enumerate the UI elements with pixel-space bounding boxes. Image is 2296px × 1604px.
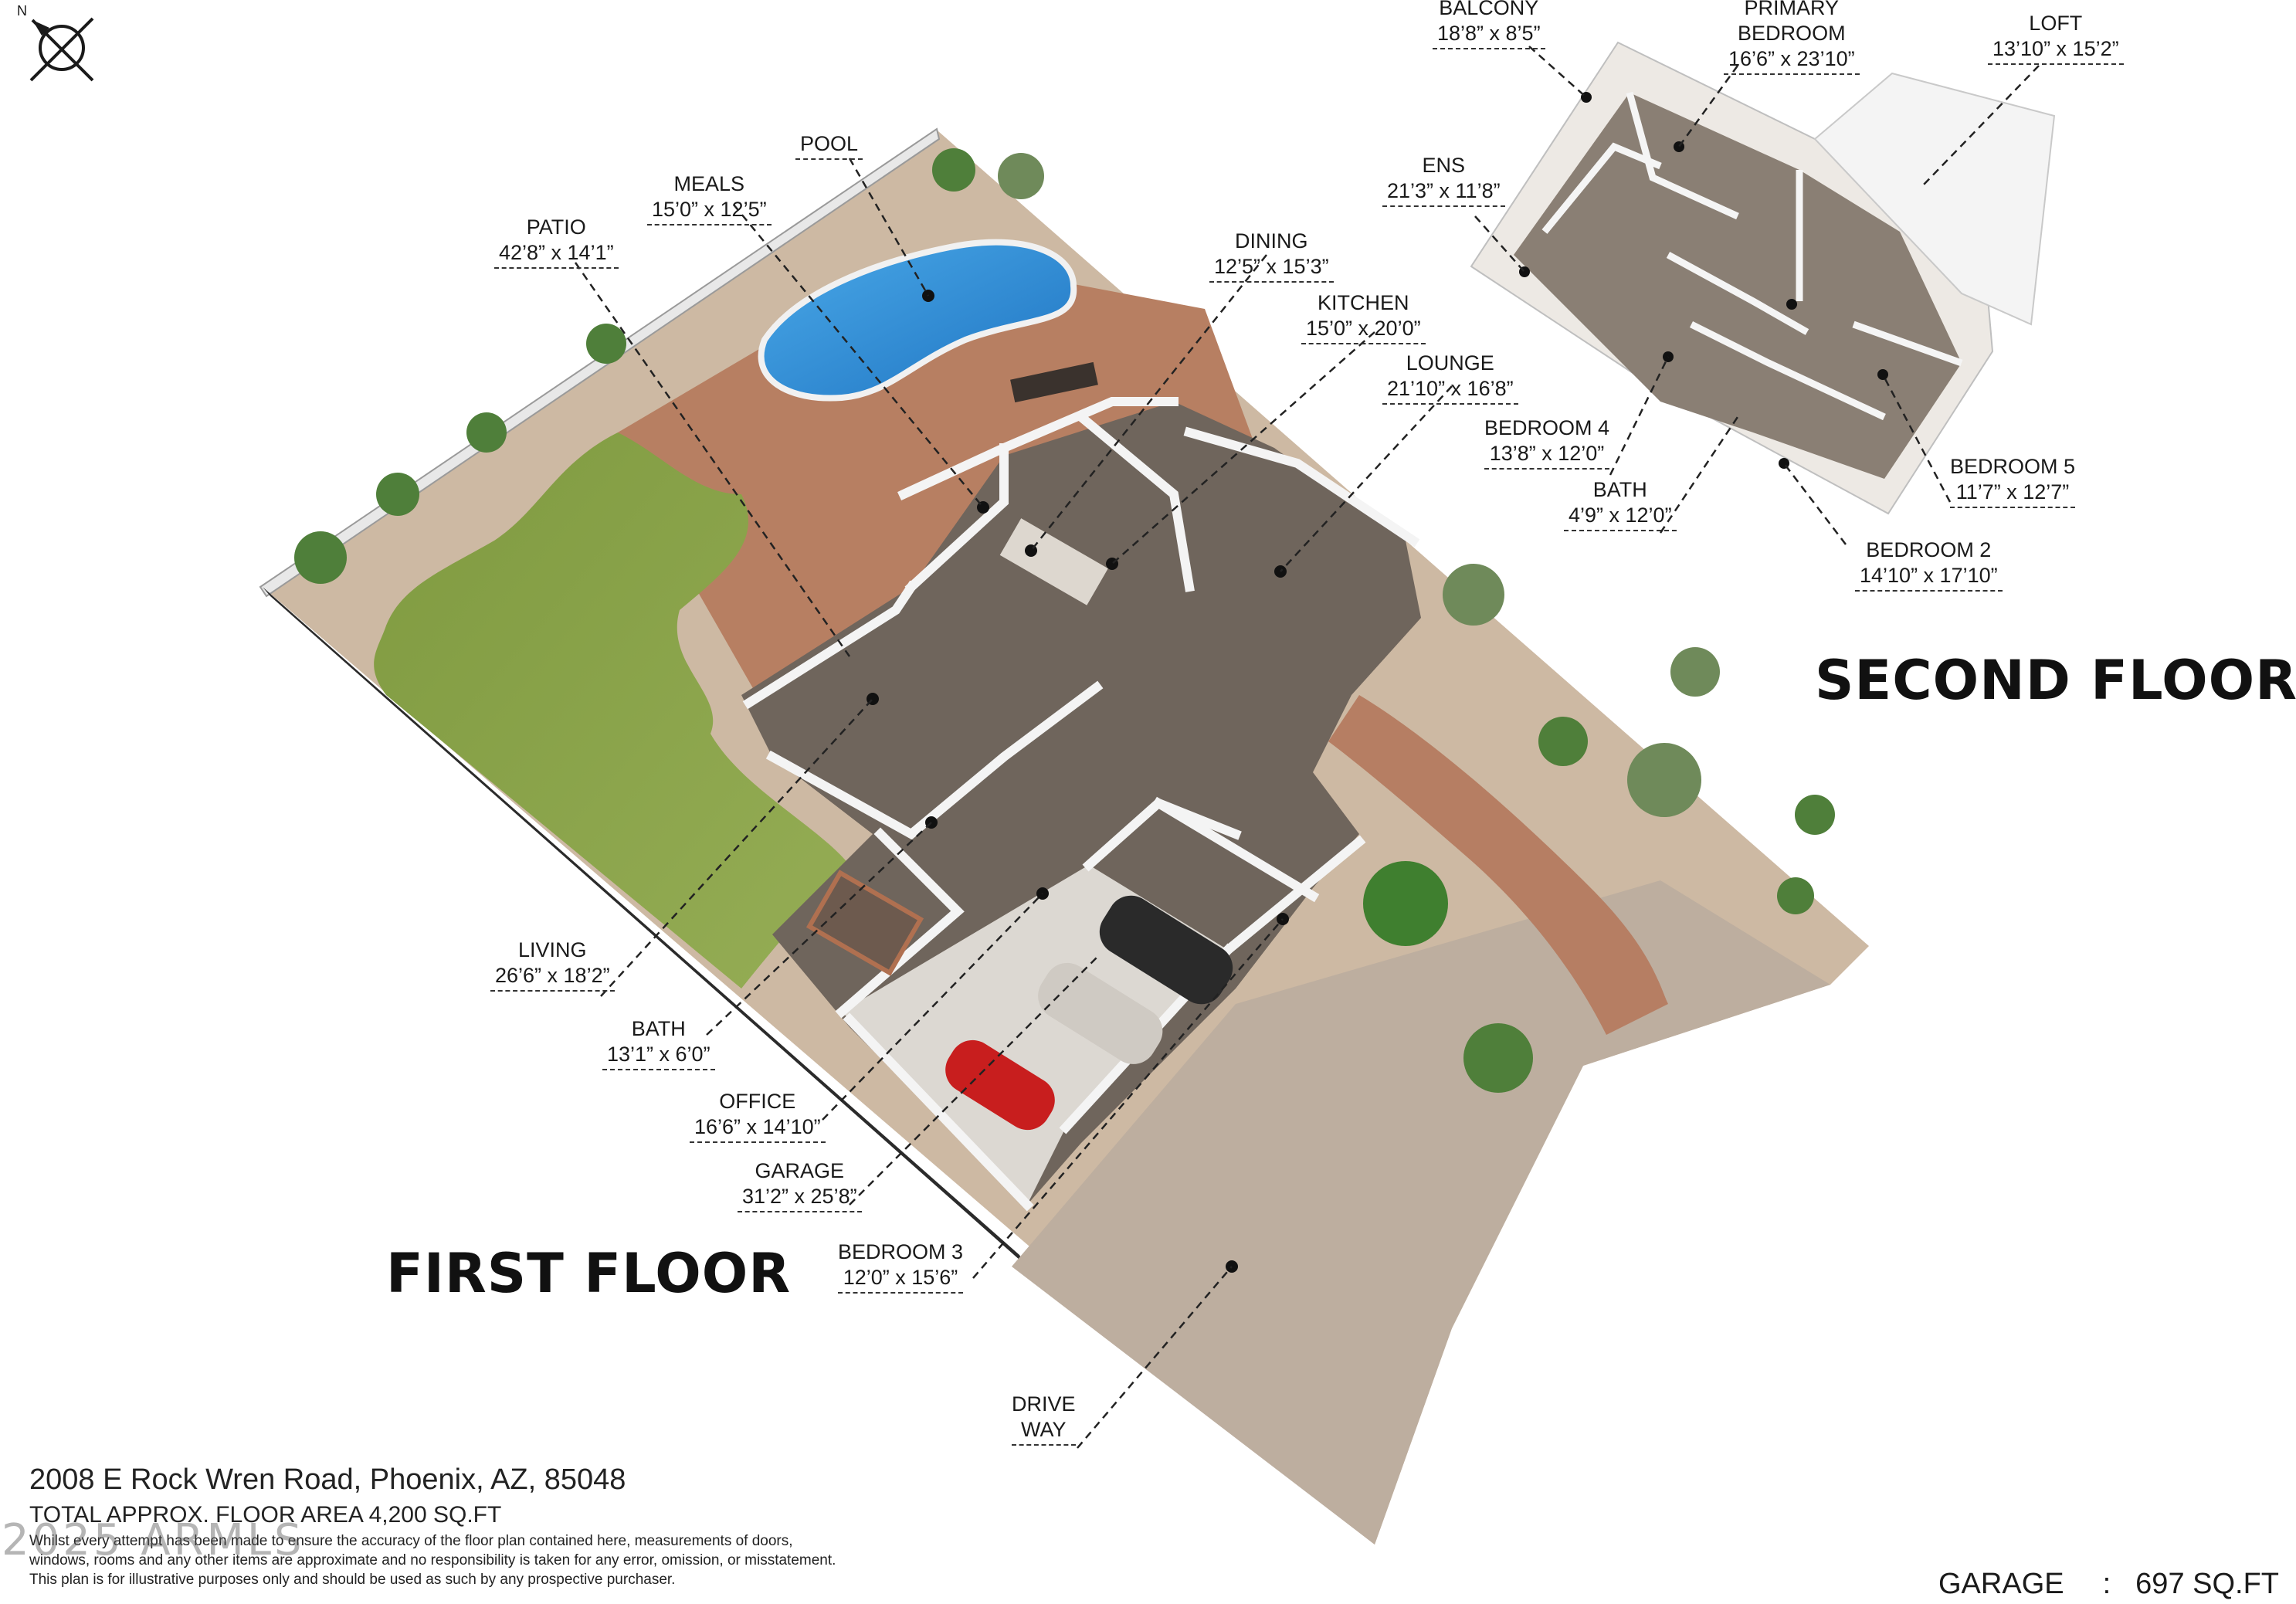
label-balcony: BALCONY 18’8” x 8’5” xyxy=(1433,0,1545,49)
label-patio: PATIO 42’8” x 14’1” xyxy=(494,215,619,269)
second-floor-rooms xyxy=(1514,93,1962,479)
label-loft: LOFT 13’10” x 15’2” xyxy=(1988,11,2124,65)
car-black xyxy=(1099,895,1233,1005)
north-compass-icon: N xyxy=(17,3,94,82)
garage-summary-label: GARAGE xyxy=(1938,1568,2064,1600)
label-primary-bedroom: PRIMARY BEDROOM 16’6” x 23’10” xyxy=(1724,0,1860,75)
pool xyxy=(758,239,1077,402)
car-red xyxy=(945,1039,1055,1131)
label-bedroom-3: BEDROOM 3 12’0” x 15’6” xyxy=(838,1239,964,1294)
property-address: 2008 E Rock Wren Road, Phoenix, AZ, 8504… xyxy=(29,1463,626,1496)
label-lounge: LOUNGE 21’10” x 16’8” xyxy=(1382,351,1518,405)
hot-tub xyxy=(805,870,924,976)
lot-side-wall xyxy=(263,587,1027,1267)
label-meals: MEALS 15’0” x 12’5” xyxy=(647,171,772,226)
label-bath: BATH 13’1” x 6’0” xyxy=(602,1016,715,1070)
label-garage: GARAGE 31’2” x 25’8” xyxy=(738,1158,862,1212)
lawn xyxy=(374,432,850,989)
label-bath-second: BATH 4’9” x 12’0” xyxy=(1564,477,1677,531)
label-bedroom-2: BEDROOM 2 14’10” x 17’10” xyxy=(1855,537,2003,592)
leader-lines-second xyxy=(1474,46,2040,545)
garage-area-summary: GARAGE:697 SQ.FT xyxy=(1938,1568,2279,1601)
label-office: OFFICE 16’6” x 14’10” xyxy=(690,1089,826,1143)
landscape-trees xyxy=(294,148,1835,1093)
car-silver xyxy=(1038,962,1163,1064)
label-bedroom-5: BEDROOM 5 11’7” x 12’7” xyxy=(1950,454,2076,508)
label-dining: DINING 12’5” x 15’3” xyxy=(1209,229,1334,283)
label-kitchen: KITCHEN 15’0” x 20’0” xyxy=(1301,290,1426,344)
label-pool: POOL xyxy=(795,131,863,160)
garage-summary-separator: : xyxy=(2102,1568,2111,1600)
leader-lines-first xyxy=(574,158,1453,1449)
label-bedroom-4: BEDROOM 4 13’8” x 12’0” xyxy=(1484,415,1610,470)
kitchen-island xyxy=(999,518,1108,605)
label-ens: ENS 21’3” x 11’8” xyxy=(1382,153,1505,207)
label-living: LIVING 26’6” x 18’2” xyxy=(490,938,615,992)
first-floor-title: FIRST FLOOR xyxy=(386,1242,792,1305)
disclaimer-line-3: This plan is for illustrative purposes o… xyxy=(29,1572,676,1588)
label-driveway: DRIVE WAY xyxy=(1012,1392,1076,1446)
watermark: 2025 ARMLS xyxy=(2,1515,305,1565)
driveway xyxy=(1012,880,1830,1545)
outdoor-dining-table xyxy=(1010,361,1098,403)
disclaimer-line-1: Whilst every attempt has been made to en… xyxy=(29,1533,793,1549)
second-floor-title: SECOND FLOOR xyxy=(1815,649,2296,712)
front-walkway xyxy=(1328,695,1668,1035)
loft-area xyxy=(1813,72,2056,326)
total-floor-area: TOTAL APPROX. FLOOR AREA 4,200 SQ.FT xyxy=(29,1502,502,1528)
disclaimer-line-2: windows, rooms and any other items are a… xyxy=(29,1552,836,1568)
north-label: N xyxy=(17,3,27,19)
garage-summary-value: 697 SQ.FT xyxy=(2135,1568,2280,1600)
second-floor-walls xyxy=(1541,91,1963,421)
